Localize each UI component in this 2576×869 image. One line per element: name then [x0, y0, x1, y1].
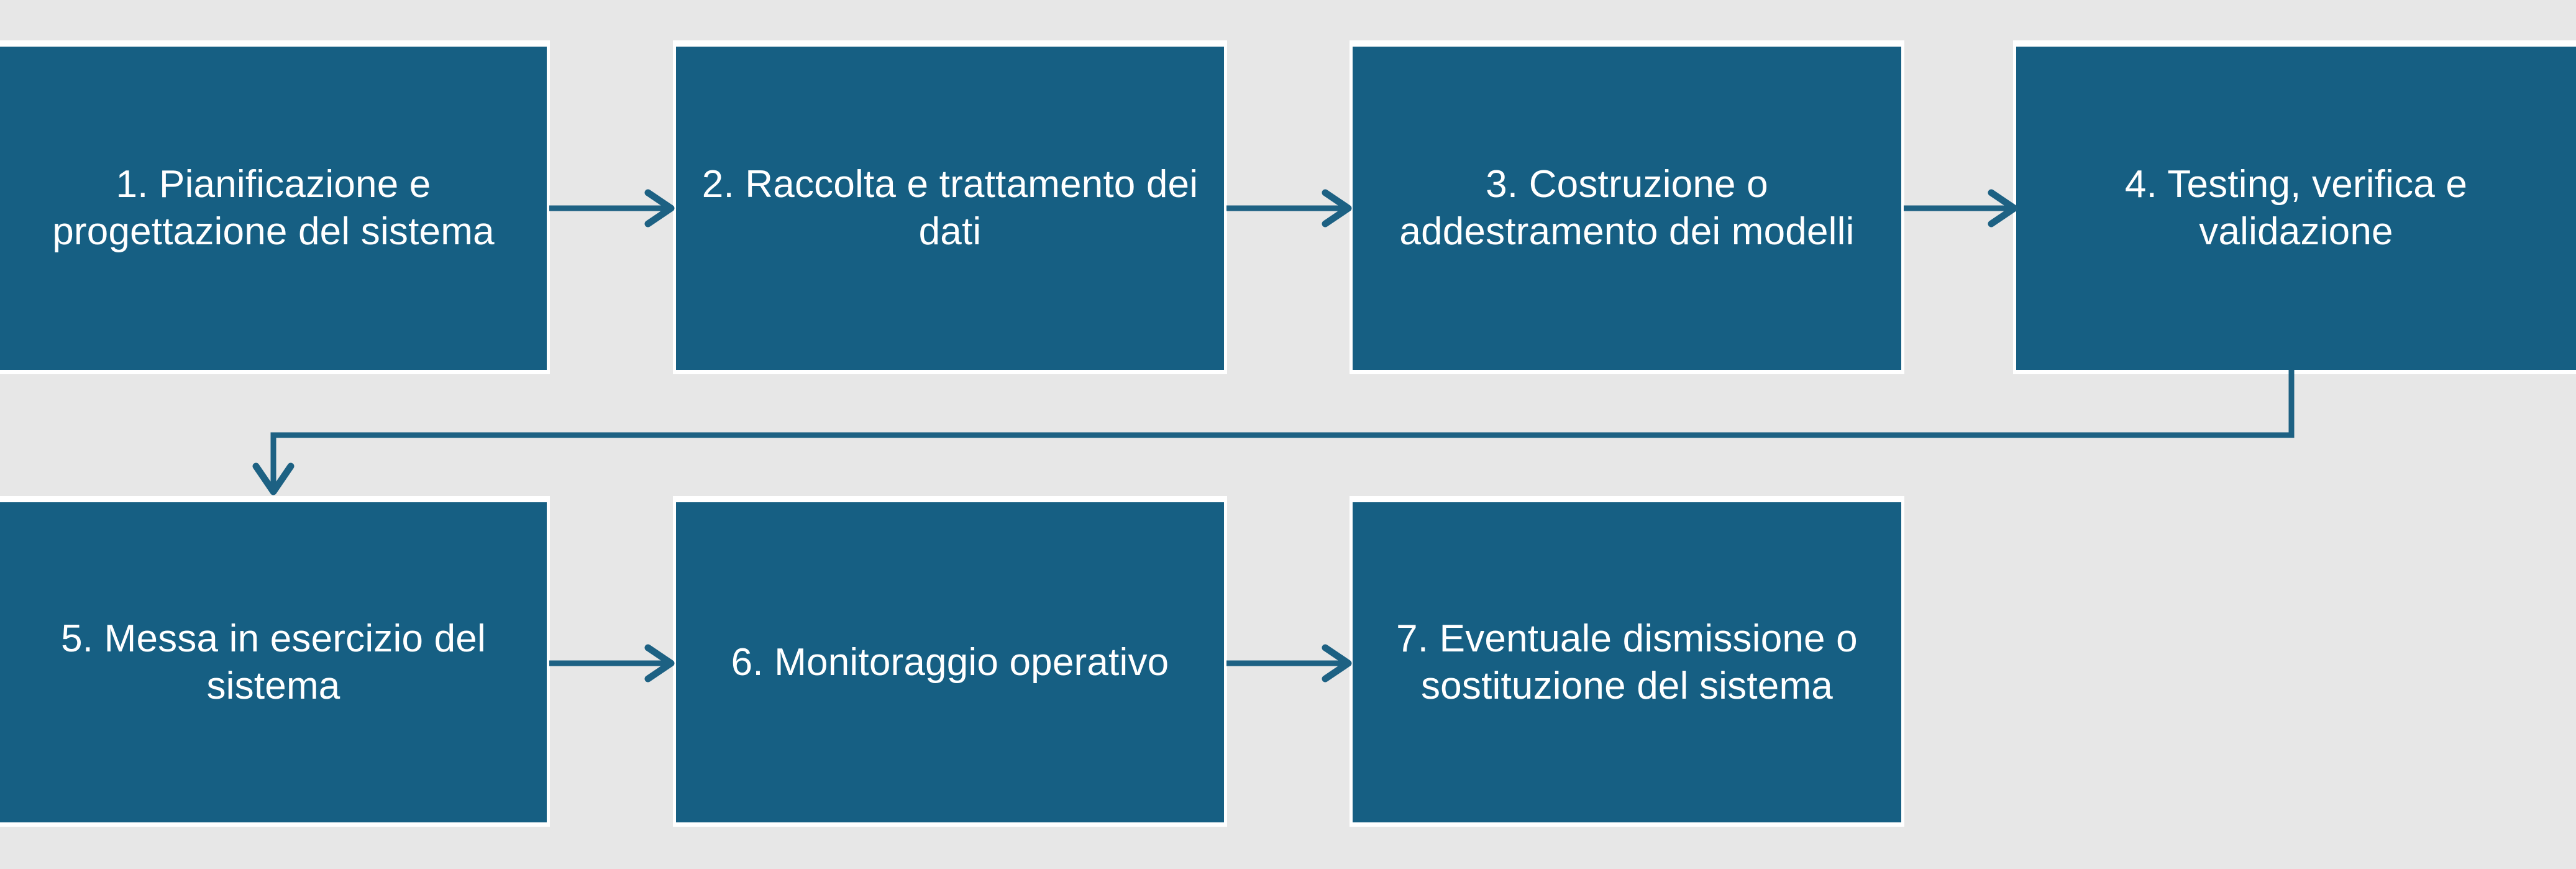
node-step-2-label: 2. Raccolta e trattamento dei dati [701, 163, 1199, 253]
node-step-5[interactable]: 5. Messa in esercizio del sistema [0, 502, 547, 822]
row-1-gap-3 [1904, 40, 2013, 374]
node-step-1-label: 1. Pianificazione e progettazione del si… [52, 163, 495, 253]
node-step-2[interactable]: 2. Raccolta e trattamento dei dati [676, 47, 1224, 370]
node-step-4-label: 4. Testing, verifica e validazione [2124, 163, 2468, 253]
node-step-1[interactable]: 1. Pianificazione e progettazione del si… [0, 47, 547, 370]
node-step-3[interactable]: 3. Costruzione o addestramento dei model… [1353, 47, 1901, 370]
node-step-6[interactable]: 6. Monitoraggio operativo [676, 502, 1224, 822]
row-2-gap-3 [1904, 496, 2576, 827]
node-step-4[interactable]: 4. Testing, verifica e validazione [2016, 47, 2576, 370]
row-2-gap-2 [1227, 496, 1350, 827]
node-step-7[interactable]: 7. Eventuale dismissione o sostituzione … [1353, 502, 1901, 822]
node-step-6-label: 6. Monitoraggio operativo [731, 640, 1169, 684]
row-1-gap-1 [550, 40, 673, 374]
node-step-5-label: 5. Messa in esercizio del sistema [61, 617, 486, 707]
row-1-gap-2 [1227, 40, 1350, 374]
row-2-gap-1 [550, 496, 673, 827]
node-step-7-label: 7. Eventuale dismissione o sostituzione … [1396, 617, 1858, 707]
node-step-3-label: 3. Costruzione o addestramento dei model… [1399, 163, 1855, 253]
connector-arrow-4-5 [249, 370, 2311, 503]
